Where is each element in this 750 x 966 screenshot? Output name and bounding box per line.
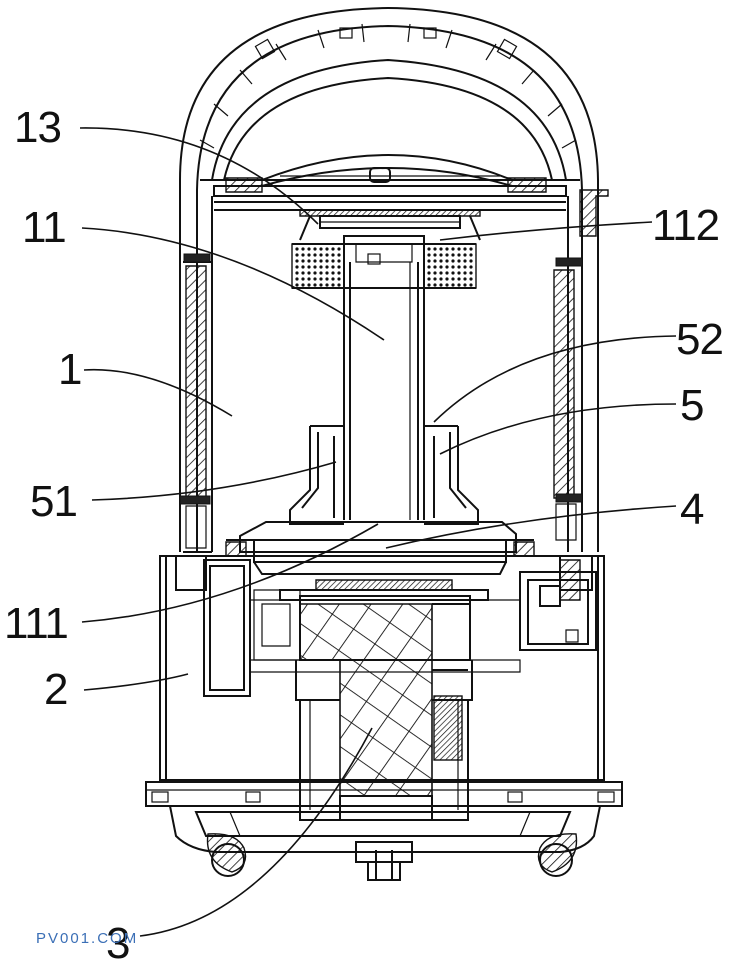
callout-13: 13	[14, 103, 61, 152]
leader-52	[433, 335, 677, 423]
central-tube	[343, 244, 425, 520]
callout-1: 1	[58, 345, 81, 394]
callout-3: 3	[106, 919, 129, 966]
leader-112	[439, 221, 653, 241]
callout-11: 11	[22, 203, 66, 252]
leader-lines	[79, 127, 677, 937]
callout-labels: 13 11 1 51 111 2 3 112 52 5 4	[4, 103, 724, 966]
callout-2: 2	[44, 665, 67, 714]
canister-wall	[179, 189, 609, 553]
leader-4	[385, 505, 677, 549]
leader-111	[81, 523, 379, 623]
leader-11	[81, 227, 385, 341]
watermark: PV001.COM	[36, 930, 139, 947]
filter-element	[291, 235, 477, 289]
leader-1	[83, 368, 233, 417]
callout-52: 52	[676, 315, 723, 364]
callout-112: 112	[652, 201, 719, 250]
motor-assembly	[279, 579, 489, 821]
leader-5	[439, 403, 677, 455]
callout-111: 111	[4, 599, 68, 648]
top-cap	[200, 154, 580, 241]
leader-3	[139, 727, 373, 937]
callout-51: 51	[30, 477, 77, 526]
leader-13	[79, 127, 319, 225]
dome-housing	[179, 6, 599, 552]
callout-5: 5	[680, 381, 703, 430]
leader-51	[91, 461, 337, 501]
callout-4: 4	[680, 485, 704, 534]
leader-2	[83, 673, 189, 691]
bottom-tray	[145, 781, 623, 881]
separation-plate	[225, 521, 535, 575]
cyclone-cones	[289, 425, 479, 525]
